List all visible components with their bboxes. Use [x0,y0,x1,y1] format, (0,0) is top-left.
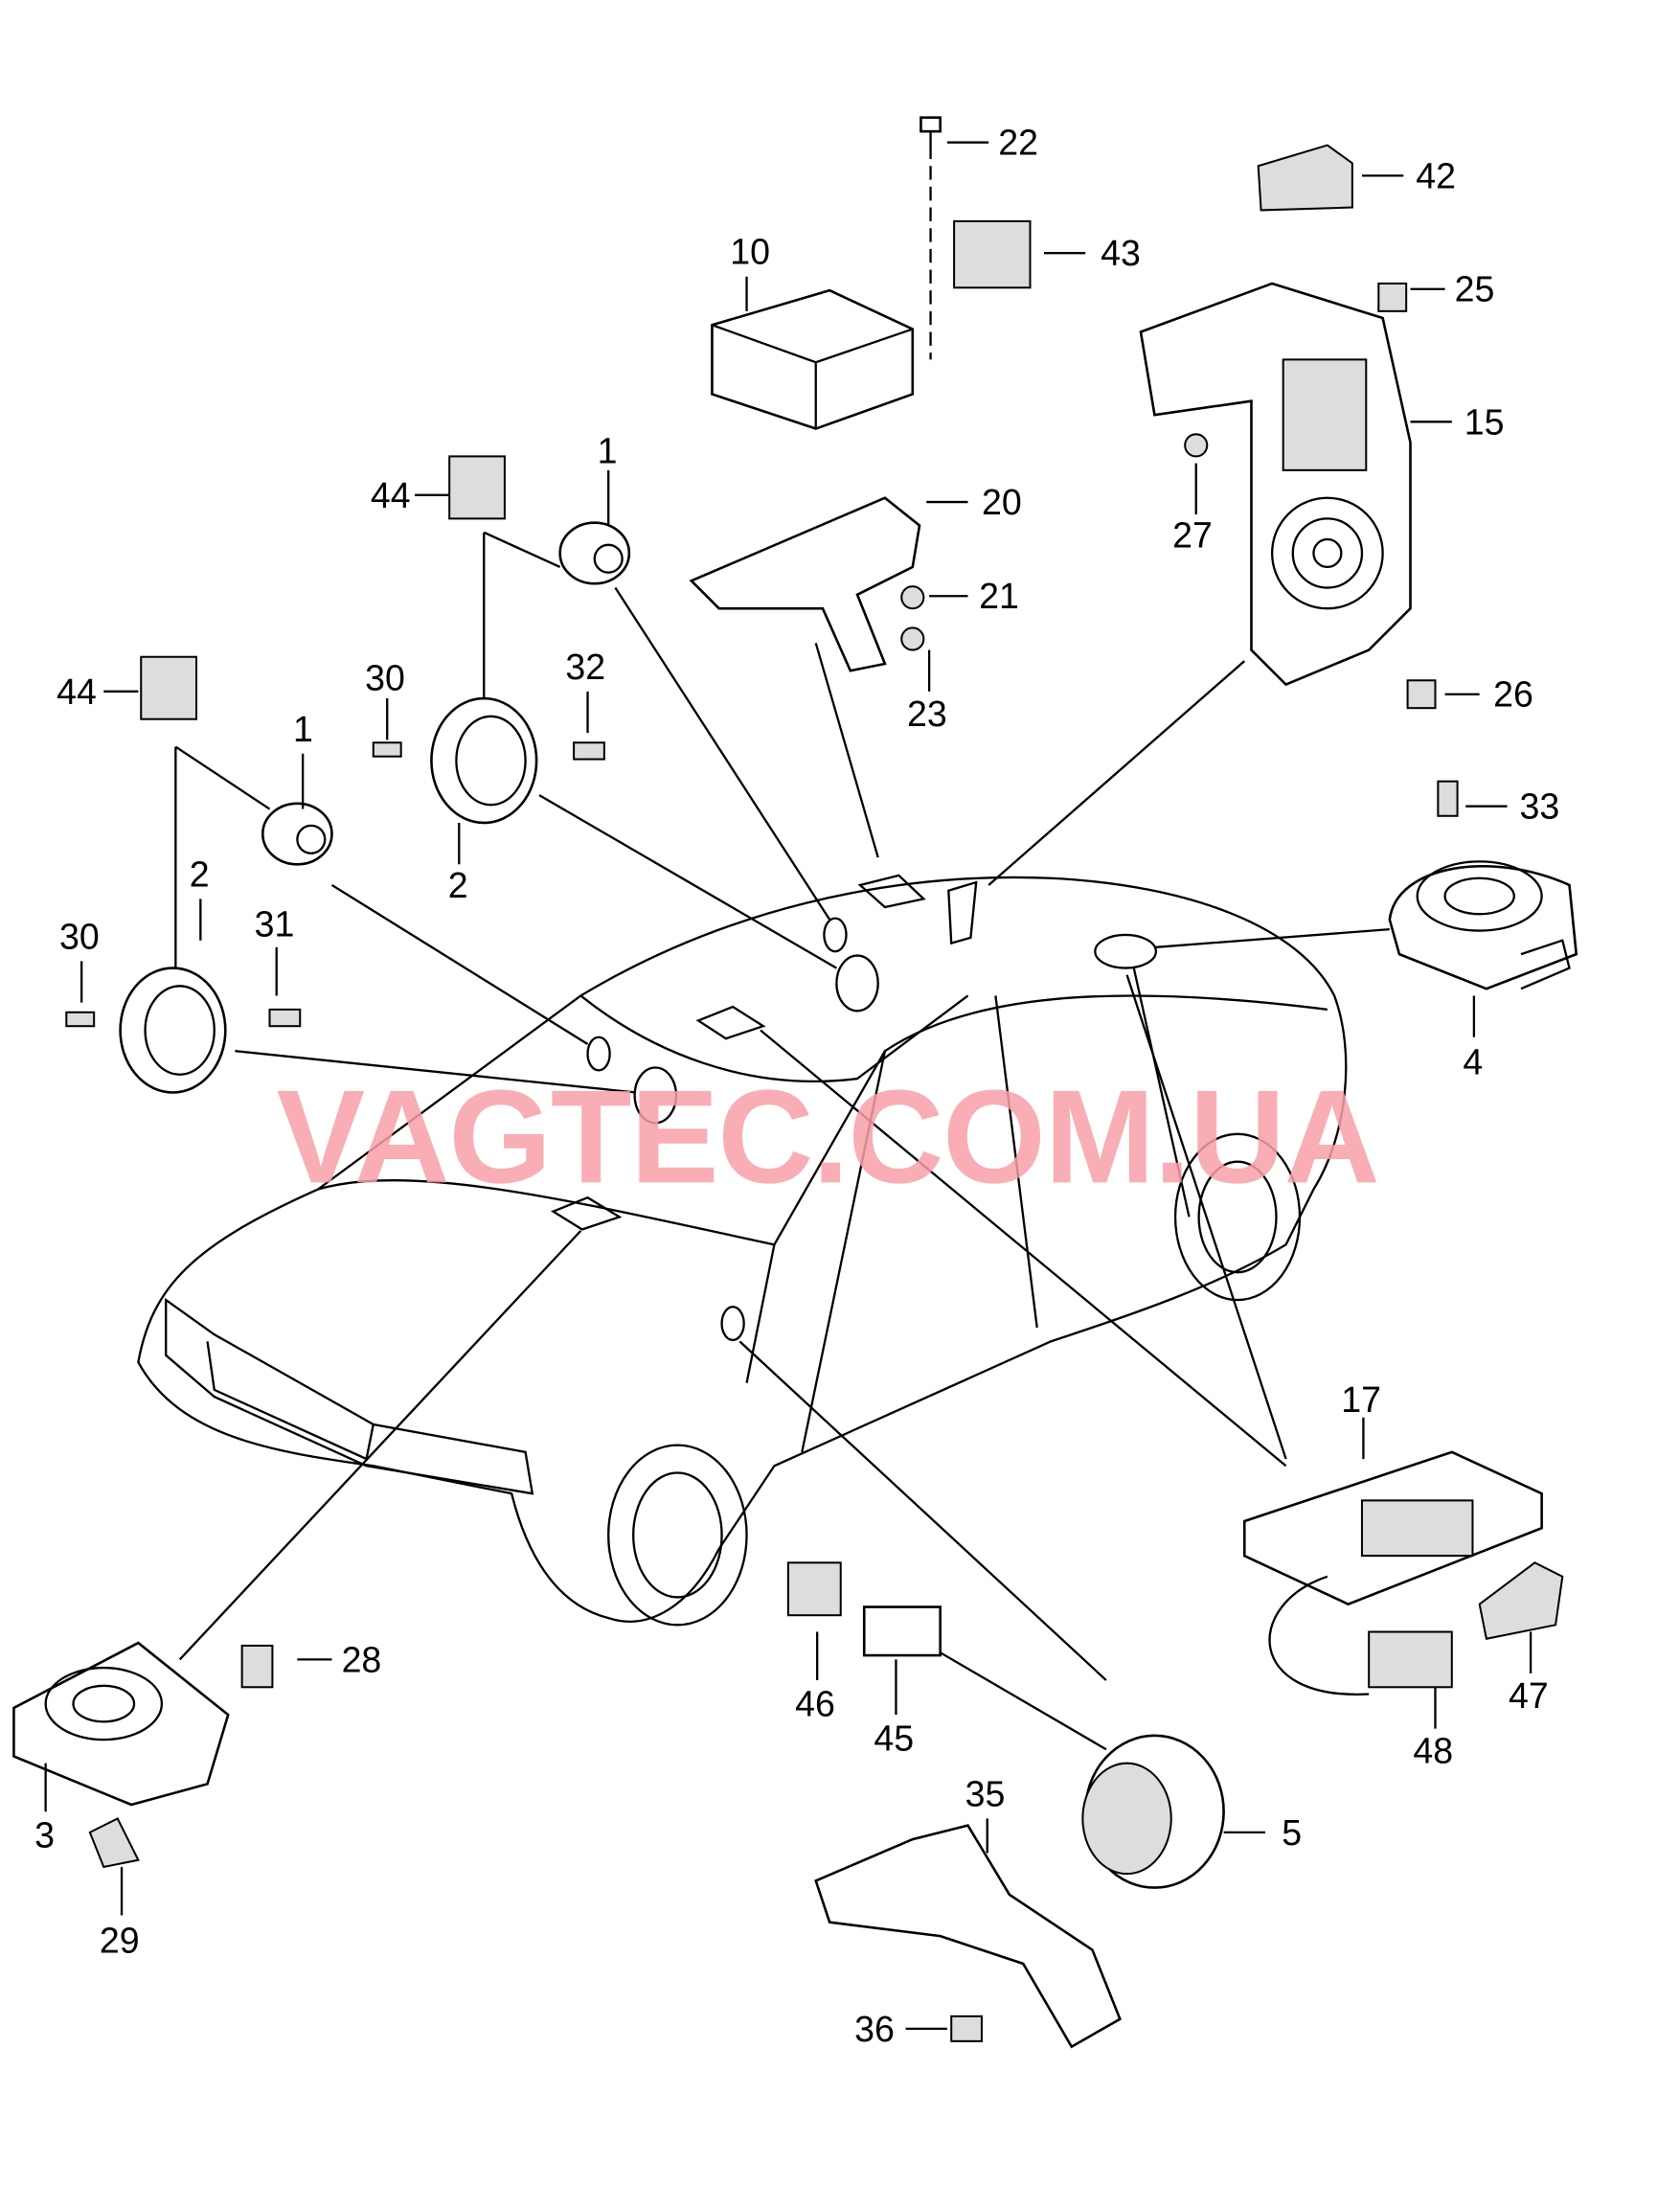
part-44-holder-upper[interactable] [448,455,561,706]
label-31: 31 [255,903,295,944]
part-4-rear-speaker[interactable] [1388,860,1578,990]
car-outline [137,586,1390,1681]
label-27: 27 [1172,515,1213,556]
part-25-screw[interactable] [1377,282,1408,312]
part-33-screw[interactable] [1437,780,1459,817]
label-35: 35 [965,1773,1006,1813]
part-1-tweeter-lower[interactable] [261,802,333,866]
label-17: 17 [1341,1379,1381,1420]
part-27-nut[interactable] [1184,433,1209,458]
label-46: 46 [795,1684,835,1724]
label-44: 44 [371,475,411,515]
part-28-screw[interactable] [240,1644,274,1689]
label-30: 30 [365,657,405,697]
watermark: VAGTEC.COM.UA [277,1063,1383,1211]
part-36-screw[interactable] [950,2014,983,2042]
part-26-screw[interactable] [1406,679,1437,710]
part-31-screw[interactable] [268,1008,302,1028]
label-2: 2 [448,865,468,905]
label-30: 30 [59,916,100,956]
label-2: 2 [190,854,210,894]
part-21-nut[interactable] [900,585,925,610]
label-26: 26 [1493,674,1533,715]
label-42: 42 [1416,155,1456,195]
part-45-connector-cable[interactable] [862,1605,1107,1751]
part-35-bracket[interactable] [814,1824,1122,2049]
part-10-control-unit[interactable] [711,288,915,430]
label-15: 15 [1464,401,1505,442]
label-33: 33 [1520,786,1560,827]
label-44: 44 [57,671,97,712]
label-22: 22 [998,123,1038,163]
part-32-screw[interactable] [573,741,605,761]
label-48: 48 [1413,1731,1453,1771]
part-30-rivet-lower[interactable] [65,1011,96,1028]
label-5: 5 [1282,1812,1302,1853]
label-25: 25 [1455,269,1495,309]
label-1: 1 [293,709,313,749]
label-1: 1 [598,431,618,471]
part-3-speaker[interactable] [12,1641,230,1807]
part-46-connector[interactable] [786,1561,842,1617]
part-2-speaker-lower[interactable] [119,967,227,1094]
label-23: 23 [907,694,947,734]
part-42-connector[interactable] [1257,144,1353,212]
part-23-nut[interactable] [900,626,925,651]
part-2-speaker-upper[interactable] [430,696,538,825]
label-28: 28 [342,1639,382,1679]
part-47-connector[interactable] [1478,1561,1564,1640]
label-29: 29 [100,1920,140,1960]
part-15-amplifier-subwoofer[interactable] [1139,282,1412,687]
part-labels: 22 42 43 10 25 15 20 1 44 21 27 44 30 32… [34,123,1559,2049]
label-43: 43 [1101,233,1141,273]
label-3: 3 [34,1815,55,1855]
part-29-clip[interactable] [88,1817,140,1869]
part-43-connector[interactable] [953,219,1032,289]
part-44-holder-lower[interactable] [140,655,271,968]
label-36: 36 [854,2009,895,2049]
part-20-bracket[interactable] [689,496,921,672]
label-20: 20 [982,482,1022,522]
label-21: 21 [979,576,1019,616]
part-22-bolt[interactable] [919,116,942,360]
part-1-tweeter-upper[interactable] [558,521,631,585]
part-5-speaker[interactable] [1081,1734,1225,1889]
part-17-control-unit[interactable] [1242,1450,1543,1696]
label-leaders [44,141,1532,2031]
label-10: 10 [730,232,770,272]
label-47: 47 [1509,1675,1549,1716]
part-48-connector[interactable] [1368,1630,1453,1689]
label-4: 4 [1463,1042,1483,1082]
part-30-rivet-upper[interactable] [372,741,402,758]
label-32: 32 [565,647,605,687]
label-45: 45 [874,1718,914,1759]
